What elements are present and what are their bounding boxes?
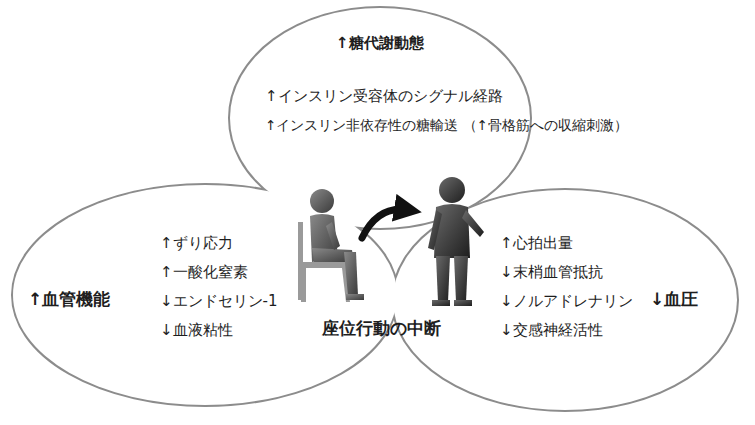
effect-item: ↓血液粘性 <box>160 320 233 340</box>
effect-item: ↑心拍出量 <box>500 233 573 253</box>
cloud-fill <box>13 8 737 410</box>
center-caption: 座位行動の中断 <box>322 317 441 339</box>
cloud-outline <box>13 8 737 410</box>
lobe-heading: ↑糖代謝動態 <box>230 32 530 54</box>
effect-item: ↓末梢血管抵抗 <box>500 262 603 282</box>
cloud-lobe: ↑血管機能 ↑ずり応力 ↑一酸化窒素 ↓エンドセリン-1 ↓血液粘性 <box>13 185 397 405</box>
effect-item: ↓交感神経活性 <box>500 320 603 340</box>
transition-arrow <box>362 209 408 238</box>
sitting-figure <box>298 189 364 302</box>
effect-item: ↑インスリン非依存性の糖輸送 （↑骨格筋への収縮刺激） <box>265 115 628 135</box>
lobe-heading: ↓血圧 <box>650 288 698 310</box>
standing-figure <box>428 177 484 306</box>
effect-item: ↓エンドセリン-1 <box>160 291 278 311</box>
effect-item: ↑一酸化窒素 <box>160 262 248 282</box>
cloud-lobe: ↑糖代謝動態↑インスリン受容体のシグナル経路↑インスリン非依存性の糖輸送 （↑骨… <box>230 8 530 228</box>
effect-item: ↑ずり応力 <box>160 233 233 253</box>
cloud-lobe: ↓血圧 ↑心拍出量 ↓末梢血管抵抗 ↓ノルアドレナリン ↓交感神経活性 <box>393 190 737 410</box>
effect-item: ↑インスリン受容体のシグナル経路 <box>265 86 503 106</box>
lobe-heading: ↑血管機能 <box>28 288 110 310</box>
effect-item: ↓ノルアドレナリン <box>500 291 633 311</box>
